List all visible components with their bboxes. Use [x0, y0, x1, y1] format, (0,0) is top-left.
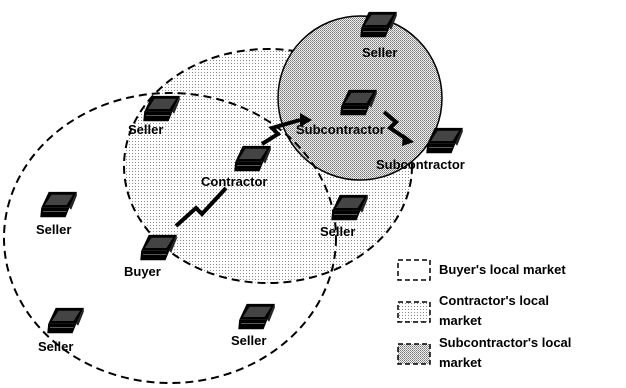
legend: Buyer's local market Contractor's local … — [397, 259, 571, 370]
link-buyer-contractor — [174, 186, 228, 228]
laptop-icon — [40, 191, 78, 218]
legend-subcontractor-label-line2: market — [439, 355, 482, 370]
buyer-market-region — [3, 92, 337, 384]
legend-contractor-label-line1: Contractor's local — [439, 293, 549, 308]
subcontractor-label-2: Subcontractor — [376, 157, 465, 172]
laptop-icon — [47, 307, 85, 334]
laptop-icon — [140, 234, 178, 261]
seller-bottom-left-label: Seller — [38, 339, 73, 354]
link-contractor-subcontractor — [260, 118, 301, 146]
transaction-links — [174, 110, 410, 228]
buyer-label: Buyer — [124, 264, 161, 279]
subcontractor-label-1: Subcontractor — [296, 122, 385, 137]
legend-subcontractor-label-line1: Subcontractor's local — [439, 335, 571, 350]
arrowhead-subcontractor-subcontractor — [402, 134, 414, 146]
legend-contractor-label-line2: market — [439, 313, 482, 328]
legend-buyer-label: Buyer's local market — [439, 262, 566, 277]
seller-left-upper-label: Seller — [128, 122, 163, 137]
legend-swatch-buyer — [397, 259, 431, 281]
laptop-icon — [238, 303, 276, 330]
contractor-label: Contractor — [201, 174, 267, 189]
link-subcontractor-subcontractor — [382, 110, 410, 142]
legend-swatch-contractor — [397, 301, 431, 323]
seller-bottom-mid-label: Seller — [231, 333, 266, 348]
seller-top-label: Seller — [362, 45, 397, 60]
seller-left-label: Seller — [36, 222, 71, 237]
legend-swatch-subcontractor — [397, 343, 431, 365]
arrowhead-contractor-subcontractor — [300, 113, 312, 127]
seller-mid-right-label: Seller — [320, 224, 355, 239]
